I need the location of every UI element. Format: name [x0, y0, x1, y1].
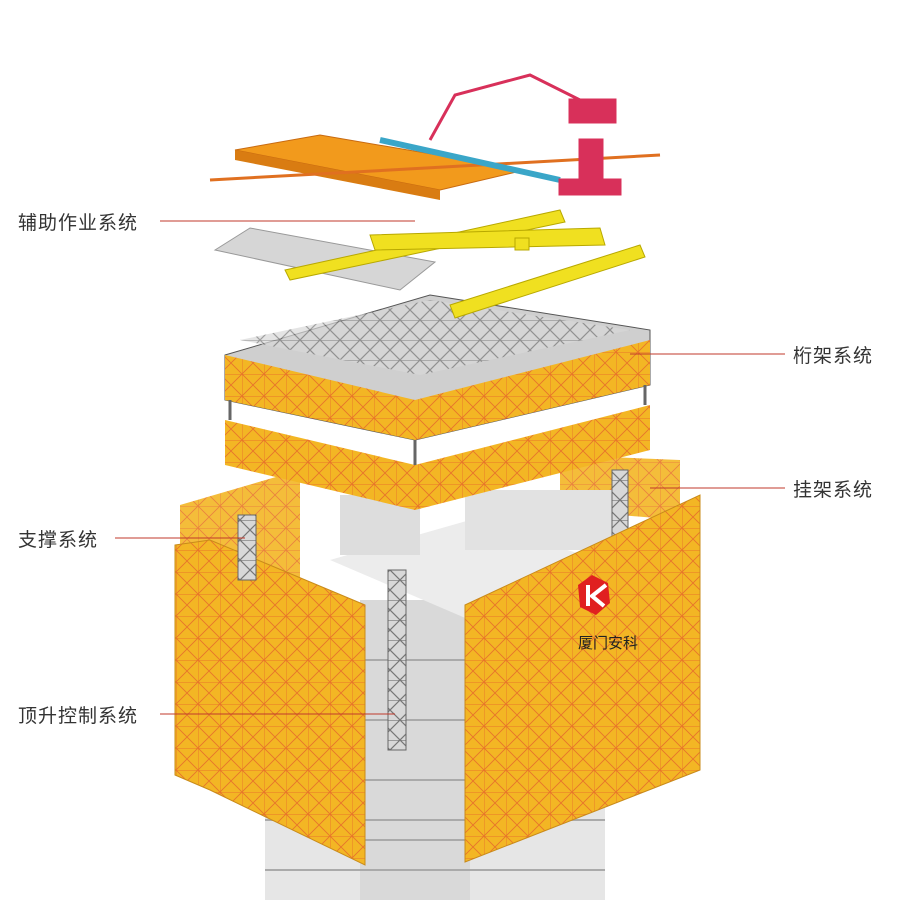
material-stack — [213, 227, 437, 291]
concrete-pump — [428, 73, 622, 196]
hanging-panel-left — [174, 539, 366, 866]
canopy — [209, 134, 661, 200]
leader-lines — [115, 220, 785, 715]
logo-text: 厦门安科 — [578, 634, 638, 652]
hanging-panel-right — [464, 494, 701, 863]
company-logo: 厦门安科 — [578, 575, 638, 652]
truss-system — [224, 294, 651, 510]
label-auxiliary-system: 辅助作业系统 — [18, 212, 139, 234]
label-hanging-system: 挂架系统 — [793, 479, 874, 501]
label-jacking-control-system: 顶升控制系统 — [18, 705, 139, 727]
support-towers — [237, 469, 629, 751]
gantry-cranes — [284, 209, 646, 319]
label-support-system: 支撑系统 — [18, 529, 99, 551]
label-truss-system: 桁架系统 — [793, 345, 874, 367]
